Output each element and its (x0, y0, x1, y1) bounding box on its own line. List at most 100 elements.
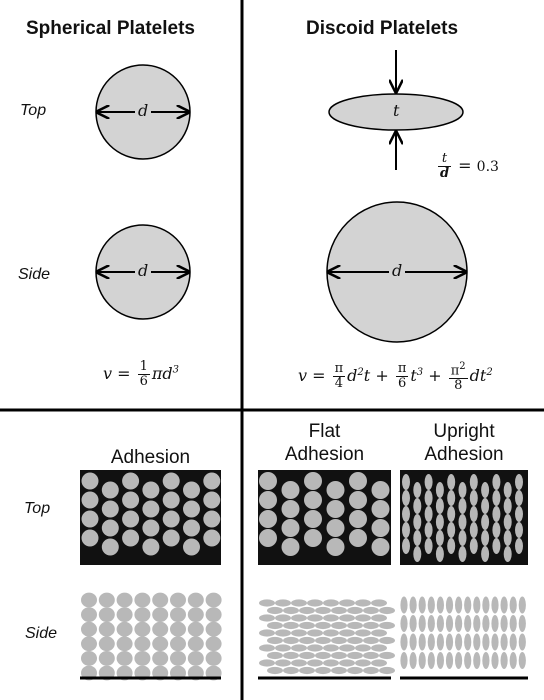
spherical-side-platelet (98, 651, 115, 666)
flat-side-platelet (315, 636, 331, 645)
upright-top-platelet (492, 522, 501, 538)
flat-side-platelet (299, 621, 315, 630)
upright-top-platelet (413, 498, 422, 514)
upright-top-platelet (481, 546, 490, 562)
spherical-side-platelet (152, 636, 169, 652)
flat-side-platelet (331, 636, 347, 645)
spherical-side-platelet (116, 651, 133, 666)
upright-side-platelet (473, 615, 481, 632)
spherical-top-platelet (122, 472, 140, 490)
flat-top-platelet (281, 538, 300, 556)
spherical-top-platelet (142, 500, 160, 518)
flat-side-platelet (363, 651, 379, 660)
flat-side-platelet (323, 614, 339, 622)
flat-caption-line-1: Flat (308, 421, 341, 442)
upright-top-platelet (503, 482, 512, 498)
upright-top-platelet (424, 506, 433, 522)
upright-side-platelet (409, 596, 417, 614)
spherical-top-platelet (142, 481, 160, 499)
flat-side-platelet (259, 659, 275, 667)
flat-side-platelet (371, 599, 387, 607)
flat-top-platelet (371, 519, 390, 537)
upright-top-platelet (458, 530, 467, 546)
discoid-thickness-label: t (393, 101, 400, 120)
flat-side-platelet (347, 621, 363, 630)
flat-top-platelet (304, 529, 322, 547)
spherical-top-platelet (142, 519, 160, 537)
upright-side-platelet (445, 652, 454, 669)
upright-top-platelet (435, 530, 444, 546)
flat-top-platelet (371, 538, 390, 556)
upright-top-platelet (413, 530, 422, 546)
flat-top-panel (258, 470, 391, 565)
upright-top-platelet (447, 490, 456, 506)
flat-side-platelet (299, 636, 315, 645)
upright-side-platelet (455, 615, 463, 632)
flat-side-platelet (267, 621, 283, 630)
flat-side-platelet (283, 666, 299, 675)
flat-side-platelet (339, 599, 355, 607)
flat-side-platelet (275, 599, 291, 607)
spherical-top-platelet (162, 529, 180, 547)
flat-side-platelet (339, 659, 355, 667)
flat-top-platelet (281, 519, 300, 537)
upright-top-platelet (424, 474, 433, 490)
flat-side-platelet (379, 621, 395, 630)
upright-side-platelet (482, 615, 490, 632)
flat-side-platelet (347, 636, 363, 645)
spherical-side-platelet (170, 607, 186, 622)
flat-top-platelet (326, 481, 345, 499)
spherical-side-platelet (170, 651, 186, 666)
flat-side-platelet (331, 621, 347, 630)
flat-side-platelet (259, 644, 275, 652)
flat-side-platelet (259, 614, 275, 622)
upright-side-platelet (427, 596, 435, 614)
flat-side-platelet (355, 599, 371, 607)
flat-side-platelet (323, 659, 339, 667)
spherical-side-platelet (187, 651, 204, 666)
flat-side-platelet (315, 666, 331, 675)
upright-top-platelet (469, 506, 478, 522)
upright-side-platelet (500, 596, 508, 614)
spherical-side-platelet (205, 621, 222, 637)
spherical-side-platelet (170, 621, 186, 637)
upright-adhesion-caption: Upright Adhesion (400, 420, 528, 466)
upright-side-platelet (409, 652, 417, 669)
flat-top-platelet (349, 472, 367, 490)
flat-top-platelet (304, 472, 322, 490)
spherical-side-platelet (134, 651, 151, 666)
flat-side-platelet (299, 666, 315, 675)
spherical-side-platelet (134, 636, 151, 652)
spherical-side-platelet (98, 636, 115, 652)
row-label-top-upper: Top (20, 102, 47, 119)
upright-top-platelet (503, 498, 512, 514)
flat-top-platelet (326, 500, 345, 518)
spherical-side-platelet (81, 592, 97, 608)
upright-top-platelet (424, 538, 433, 554)
flat-side-platelet (307, 659, 323, 667)
flat-side-platelet (371, 659, 387, 667)
upright-side-platelet (409, 615, 417, 632)
upright-side-platelet (482, 596, 490, 614)
upright-side-platelet (491, 615, 499, 632)
spherical-side-platelet (98, 607, 115, 622)
spherical-top-platelet (162, 472, 180, 490)
upright-top-platelet (413, 546, 422, 562)
upright-side-platelet (482, 633, 490, 651)
upright-side-platelet (491, 633, 499, 651)
upright-side-platelet (445, 596, 454, 614)
spherical-side-platelet (205, 636, 222, 652)
upright-top-platelet (503, 546, 512, 562)
flat-side-platelet (307, 644, 323, 652)
upright-top-platelet (503, 530, 512, 546)
flat-side-platelet (371, 614, 387, 622)
flat-side-platelet (267, 651, 283, 660)
flat-side-platelet (283, 636, 299, 645)
discoid-diameter-label: d (392, 261, 403, 280)
upright-side-platelet (509, 633, 517, 651)
flat-side-platelet (331, 651, 347, 660)
spherical-side-platelet (116, 636, 133, 652)
upright-side-platelet (400, 652, 408, 669)
